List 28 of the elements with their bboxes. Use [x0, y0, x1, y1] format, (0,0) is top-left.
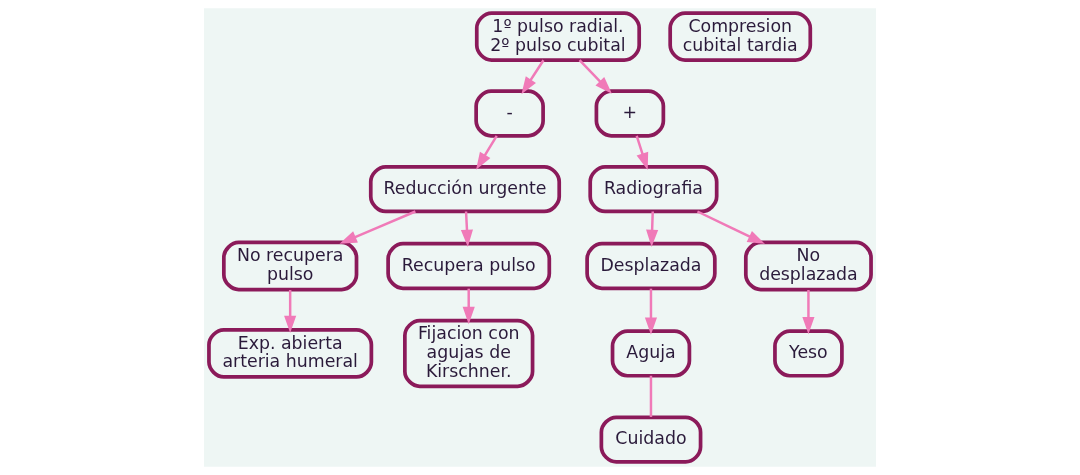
arrow: [578, 59, 612, 94]
node-box: 1º pulso radial. 2º pulso cubital: [474, 11, 642, 63]
arrow: [696, 210, 765, 244]
arrow: [284, 290, 297, 334]
node-box: Desplazada: [585, 241, 717, 291]
node-box: +: [594, 89, 666, 138]
node-box: Recupera pulso: [386, 241, 552, 291]
node-box: Fijacion con agujas de Kirschner.: [403, 318, 535, 389]
arrow: [644, 288, 658, 335]
arrow: [802, 290, 815, 335]
node-box: Radiografia: [588, 164, 719, 214]
node-box: Cuidado: [599, 415, 703, 464]
arrow: [339, 210, 416, 244]
node-box: No recupera pulso: [222, 240, 359, 292]
node-box: -: [474, 89, 545, 138]
node-box: Yeso: [773, 329, 844, 378]
node-box: Compresion cubital tardia: [668, 11, 813, 63]
arrow: [462, 288, 475, 325]
connector: [649, 375, 653, 417]
node-box: Reducción urgente: [368, 164, 562, 214]
node-box: Aguja: [610, 329, 692, 378]
arrow: [635, 135, 649, 171]
arrow: [646, 211, 659, 248]
arrow: [521, 59, 545, 95]
node-box: No desplazada: [743, 240, 873, 292]
node-box: Exp. abierta arteria humeral: [207, 328, 374, 379]
arrow: [476, 135, 498, 170]
arrow: [460, 211, 474, 248]
